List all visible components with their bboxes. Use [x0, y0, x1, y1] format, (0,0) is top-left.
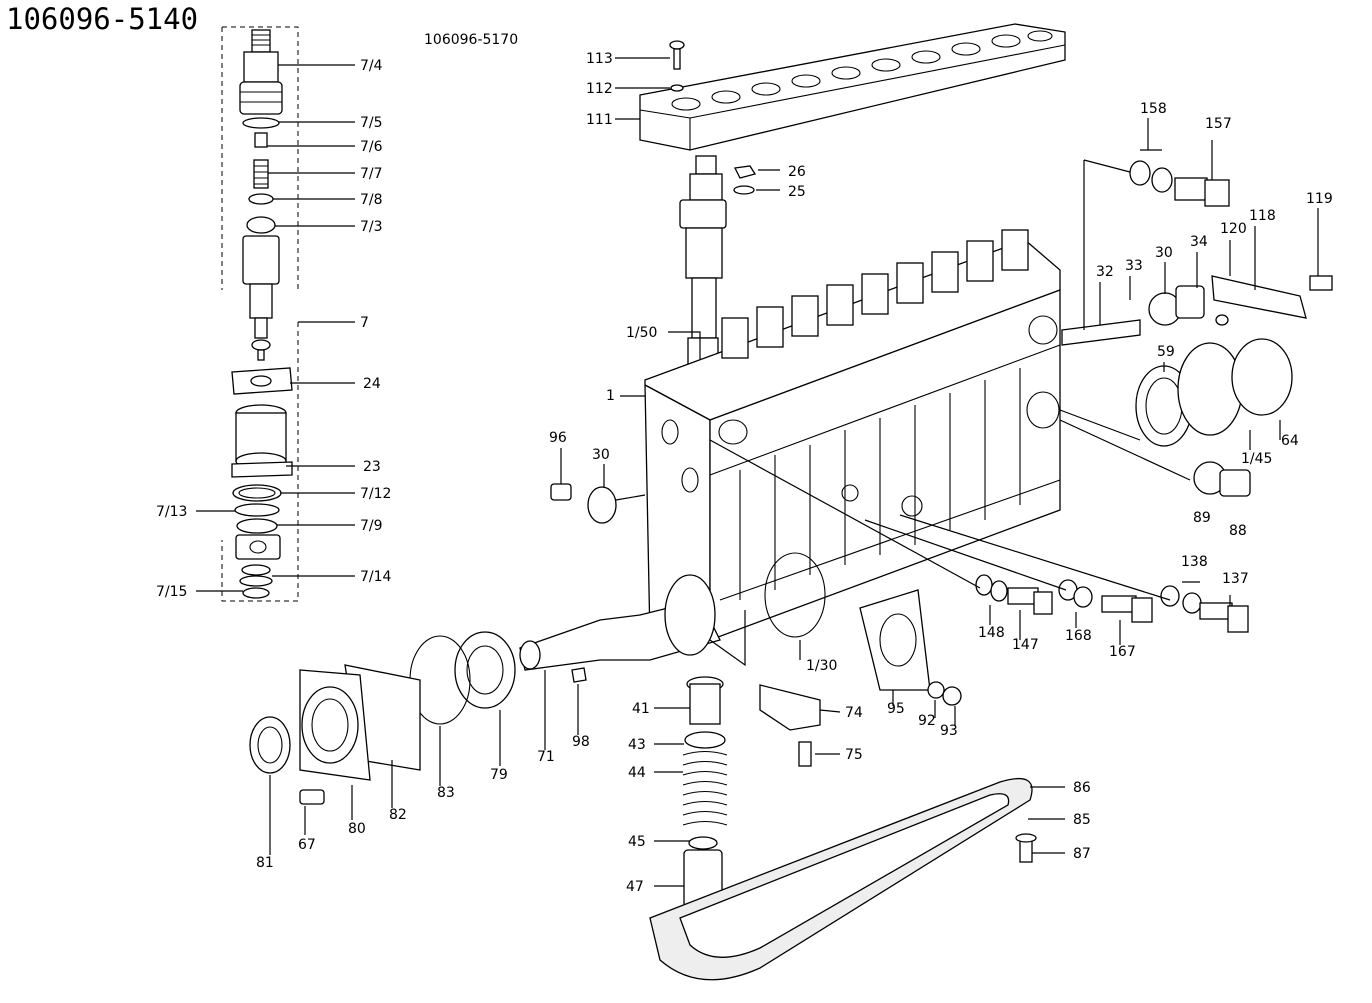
part-label-98: 98 [572, 734, 590, 750]
part-label-26: 26 [788, 164, 806, 180]
part-label-118: 118 [1249, 208, 1276, 224]
part-label-168: 168 [1065, 628, 1092, 644]
part-label-79: 79 [490, 767, 508, 783]
part-label-59: 59 [1157, 344, 1175, 360]
part-label-30: 30 [1155, 245, 1173, 261]
part-label-112: 112 [586, 81, 613, 97]
part-label-33: 33 [1125, 258, 1143, 274]
part-label-47: 47 [626, 879, 644, 895]
part-label-7-4: 7/4 [360, 58, 383, 74]
diagram-subtitle: 106096-5170 [424, 32, 519, 48]
part-label-138: 138 [1181, 554, 1208, 570]
part-label-75: 75 [845, 747, 863, 763]
part-label-1: 1 [606, 388, 615, 404]
part-label-111: 111 [586, 112, 613, 128]
part-label-7-12: 7/12 [360, 486, 391, 502]
part-label-88: 88 [1229, 523, 1247, 539]
part-label-7: 7 [360, 315, 369, 331]
top-cover-111 [615, 23, 1066, 151]
part-label-1-50: 1/50 [626, 325, 657, 341]
part-label-7-8: 7/8 [360, 192, 383, 208]
part-label-7-5: 7/5 [360, 115, 383, 131]
part-label-25: 25 [788, 184, 806, 200]
part-label-87: 87 [1073, 846, 1091, 862]
part-label-7-15: 7/15 [156, 584, 187, 600]
part-label-89: 89 [1193, 510, 1211, 526]
camshaft-assembly [249, 574, 746, 855]
part-label-7-9: 7/9 [360, 518, 383, 534]
right-side-parts [1059, 118, 1333, 497]
part-label-67: 67 [298, 837, 316, 853]
part-label-86: 86 [1073, 780, 1091, 796]
part-label-45: 45 [628, 834, 646, 850]
part-label-24: 24 [363, 376, 381, 392]
part-label-81: 81 [256, 855, 274, 871]
part-label-96: 96 [549, 430, 567, 446]
part-label-1-45: 1/45 [1241, 451, 1272, 467]
part-label-157: 157 [1205, 116, 1232, 132]
element-assembly-frame [221, 26, 355, 602]
part-label-7-13: 7/13 [156, 504, 187, 520]
part-label-120: 120 [1220, 221, 1247, 237]
part-label-119: 119 [1306, 191, 1333, 207]
delivery-valve-stack [231, 29, 293, 599]
part-label-1-30: 1/30 [806, 658, 837, 674]
diagram-title: 106096-5140 [6, 2, 199, 36]
part-label-148: 148 [978, 625, 1005, 641]
part-label-95: 95 [887, 701, 905, 717]
part-label-64: 64 [1281, 433, 1299, 449]
part-label-93: 93 [940, 723, 958, 739]
part-label-32: 32 [1096, 264, 1114, 280]
part-label-137: 137 [1222, 571, 1249, 587]
outlet-fittings [721, 229, 1029, 359]
part-label-167: 167 [1109, 644, 1136, 660]
part-label-113: 113 [586, 51, 613, 67]
part-label-41: 41 [632, 701, 650, 717]
part-label-71: 71 [537, 749, 555, 765]
side-bolts [709, 439, 1249, 645]
bracket-and-cover [759, 552, 962, 767]
part-label-82: 82 [389, 807, 407, 823]
part-label-83: 83 [437, 785, 455, 801]
part-label-92: 92 [918, 713, 936, 729]
part-label-147: 147 [1012, 637, 1039, 653]
part-label-74: 74 [845, 705, 863, 721]
part-label-44: 44 [628, 765, 646, 781]
part-label-7-7: 7/7 [360, 166, 383, 182]
leader-lines-left [196, 64, 355, 592]
part-label-7-14: 7/14 [360, 569, 392, 585]
part-label-30: 30 [592, 447, 610, 463]
part-label-7-3: 7/3 [360, 219, 383, 235]
part-label-7-6: 7/6 [360, 139, 383, 155]
part-label-85: 85 [1073, 812, 1091, 828]
part-label-23: 23 [363, 459, 381, 475]
part-label-34: 34 [1190, 234, 1208, 250]
bottom-gasket-plate [649, 777, 1065, 981]
part-labels: 7/4 7/5 7/6 7/7 7/8 7/3 7 24 23 7/12 7/13 7/9 7/14 7/… [156, 51, 1333, 895]
part-label-158: 158 [1140, 101, 1167, 117]
part-label-43: 43 [628, 737, 646, 753]
pump-housing [620, 229, 1061, 641]
part-label-80: 80 [348, 821, 366, 837]
plug-and-plate [550, 448, 646, 524]
